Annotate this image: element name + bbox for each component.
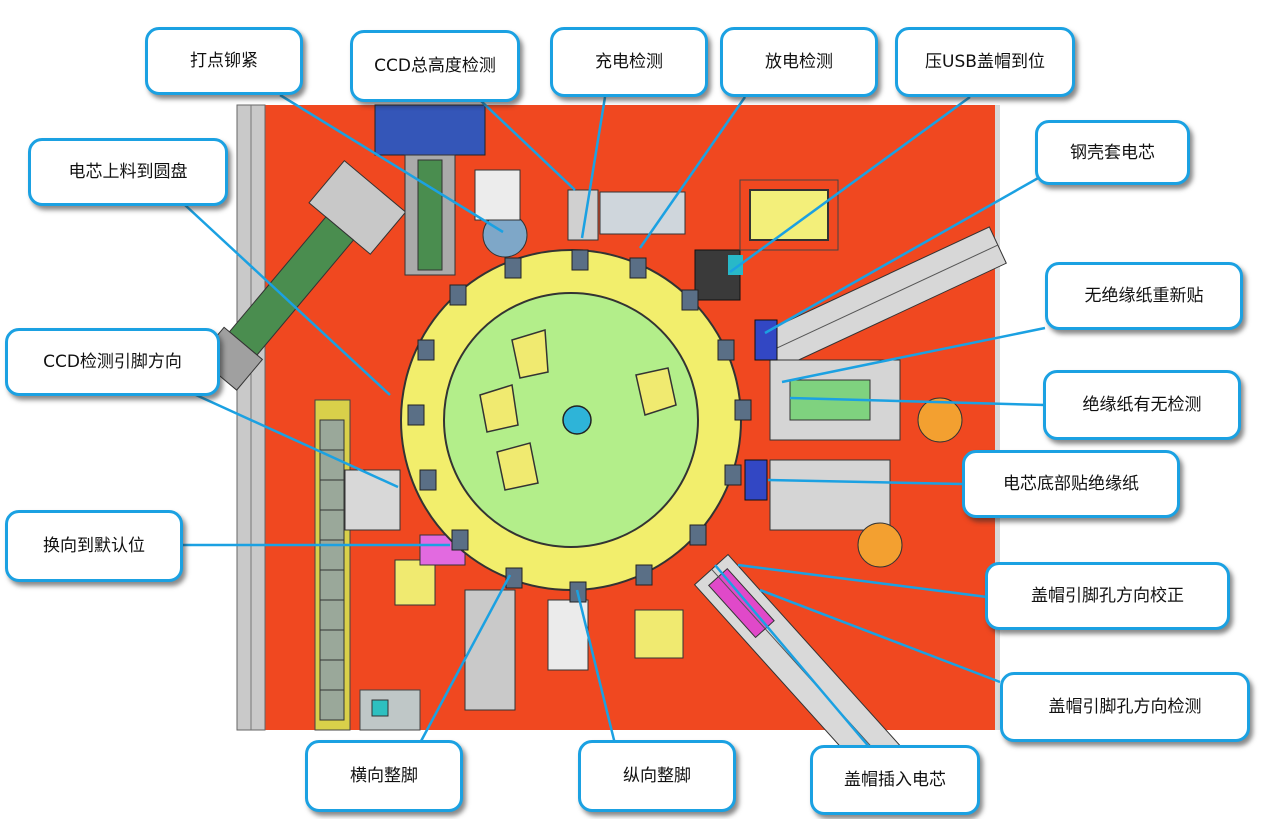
callout-paper-detect: 绝缘纸有无检测 (1043, 370, 1241, 440)
ring-grippers (407, 249, 752, 603)
leader-lines (182, 93, 1046, 749)
ccd-pin-block (344, 469, 401, 531)
callout-cap-insert: 盖帽插入电芯 (810, 745, 980, 815)
callout-ccd-pin-direction: CCD检测引脚方向 (5, 328, 220, 396)
callout-cap-pin-detect: 盖帽引脚孔方向检测 (1000, 672, 1250, 742)
callout-usb-cap-press: 压USB盖帽到位 (895, 27, 1075, 97)
callout-direction-reset: 换向到默认位 (5, 510, 183, 582)
bottom-insulation-module (769, 459, 891, 531)
yellow-pad-right (634, 609, 684, 659)
callout-charge-test: 充电检测 (550, 27, 708, 97)
ccd-height-slide (374, 104, 528, 276)
right-frame (995, 105, 1000, 730)
callout-ccd-height: CCD总高度检测 (350, 30, 520, 102)
callout-horizontal-trim: 横向整脚 (305, 740, 463, 812)
callout-riveting: 打点铆紧 (145, 27, 303, 95)
callout-steel-shell: 钢壳套电芯 (1035, 120, 1190, 185)
blue-clamp (744, 459, 768, 501)
cyan-fitting (371, 699, 389, 717)
discharge-station (599, 191, 686, 235)
disc-fixtures (479, 329, 677, 491)
callout-bottom-paper: 电芯底部贴绝缘纸 (962, 450, 1180, 518)
callout-discharge-test: 放电检测 (720, 27, 878, 97)
yellow-pad-left (394, 559, 436, 606)
callout-vertical-trim: 纵向整脚 (578, 740, 736, 812)
disc-hub (562, 405, 592, 435)
callout-cell-loading: 电芯上料到圆盘 (28, 138, 228, 206)
hmi-window (749, 189, 829, 241)
motor-block (359, 689, 421, 731)
callout-reapply-paper: 无绝缘纸重新贴 (1045, 262, 1243, 330)
callout-cap-pin-correct: 盖帽引脚孔方向校正 (985, 562, 1230, 630)
blue-clamp-2 (754, 319, 778, 361)
horizontal-trim (464, 589, 516, 711)
